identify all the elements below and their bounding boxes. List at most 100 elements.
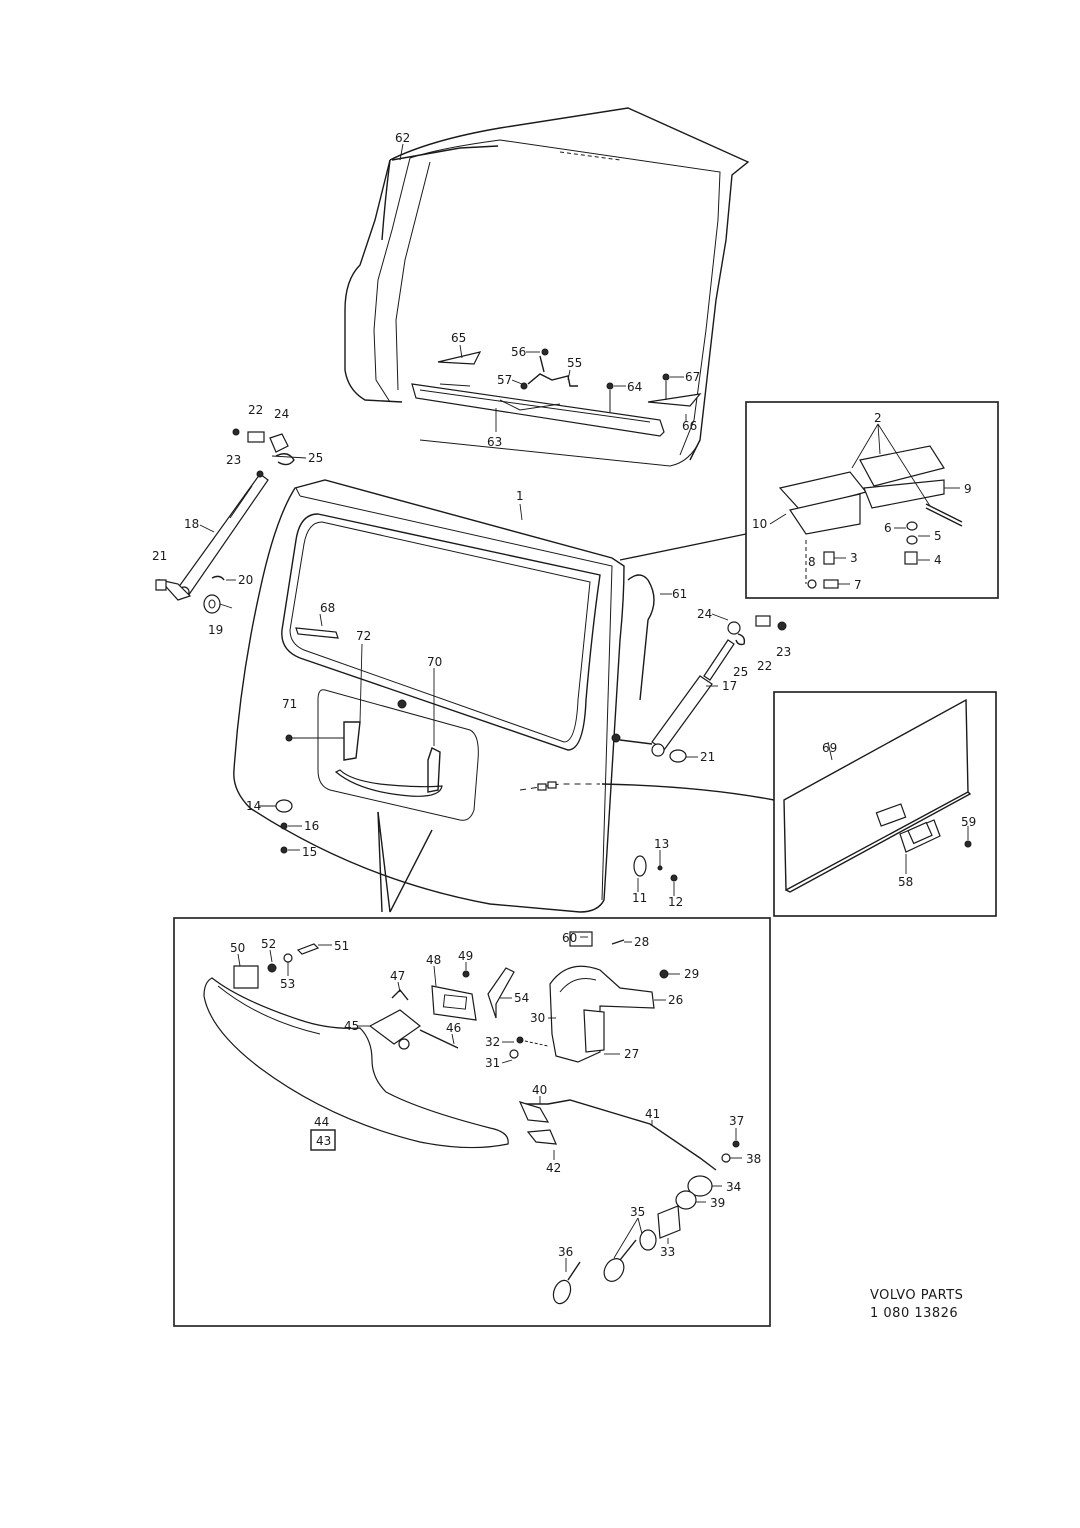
- screw-64: [606, 382, 614, 412]
- ball-stud-21-right: [669, 749, 687, 763]
- callout-57: 57: [497, 373, 512, 387]
- clip-20: [211, 575, 225, 581]
- callout-40: 40: [532, 1083, 547, 1097]
- trim-65: [437, 351, 482, 365]
- callout-5: 5: [934, 529, 942, 543]
- callout-24-left: 24: [274, 407, 289, 421]
- key-35: [603, 1239, 637, 1282]
- key-36: [552, 1261, 581, 1305]
- nut-16: [280, 822, 288, 830]
- callout-46: 46: [446, 1021, 461, 1035]
- callout-37: 37: [729, 1114, 744, 1128]
- callout-44: 44: [314, 1115, 329, 1129]
- callout-51: 51: [334, 939, 349, 953]
- callout-27: 27: [624, 1047, 639, 1061]
- callout-8: 8: [808, 555, 816, 569]
- callout-3: 3: [850, 551, 858, 565]
- callout-61: 61: [672, 587, 687, 601]
- callout-62: 62: [395, 131, 410, 145]
- handle-44: [203, 977, 509, 1149]
- callout-42: 42: [546, 1161, 561, 1175]
- callout-71: 71: [282, 697, 297, 711]
- callout-53: 53: [280, 977, 295, 991]
- callout-12: 12: [668, 895, 683, 909]
- seal-62: [381, 159, 391, 241]
- leader-lines: [199, 143, 969, 1272]
- callout-18: 18: [184, 517, 199, 531]
- callout-48: 48: [426, 953, 441, 967]
- callout-54: 54: [514, 991, 529, 1005]
- callout-22-left: 22: [248, 403, 263, 417]
- callout-52: 52: [261, 937, 276, 951]
- callout-67: 67: [685, 370, 700, 384]
- rear-body-opening: [344, 107, 750, 467]
- callout-63: 63: [487, 435, 502, 449]
- callout-69: 69: [822, 741, 837, 755]
- callout-43: 43: [316, 1134, 331, 1148]
- callout-16: 16: [304, 819, 319, 833]
- spring-clip-25-right: [735, 633, 746, 646]
- nut-21-left: [155, 579, 167, 591]
- callout-2: 2: [874, 411, 882, 425]
- screw-15: [280, 846, 288, 854]
- ball-stud-right: [755, 615, 787, 631]
- screw-56: [539, 348, 549, 373]
- callout-47: 47: [390, 969, 405, 983]
- callout-60: 60: [562, 931, 577, 945]
- credit-line-2: 1 080 13826: [870, 1306, 958, 1321]
- seal-61: [627, 574, 655, 701]
- callout-50: 50: [230, 941, 245, 955]
- callout-39: 39: [710, 1196, 725, 1210]
- callout-24-right: 24: [697, 607, 712, 621]
- ball-stud-left: [232, 428, 295, 466]
- callout-33: 33: [660, 1245, 675, 1259]
- callout-66: 66: [682, 419, 697, 433]
- part-number-callouts: 62 65 56 55 57 64 67 63 66 22 24 23 25 1…: [152, 131, 976, 1259]
- callout-1: 1: [516, 489, 524, 503]
- callout-10: 10: [752, 517, 767, 531]
- part-43-box: [310, 1129, 336, 1151]
- hinge-bracket-18: [158, 579, 192, 601]
- trim-66: [647, 393, 702, 407]
- credit-line-1: VOLVO PARTS: [870, 1288, 963, 1303]
- screw-71: [285, 734, 344, 742]
- callout-23-right: 23: [776, 645, 791, 659]
- bushing-19: [203, 594, 221, 614]
- nut-57: [520, 382, 528, 390]
- callout-20: 20: [238, 573, 253, 587]
- inset-handle-latch-detail: [173, 917, 771, 1327]
- callout-26: 26: [668, 993, 683, 1007]
- tailgate-1: [233, 479, 625, 913]
- callout-68: 68: [320, 601, 335, 615]
- callout-55: 55: [567, 356, 582, 370]
- rear-window-badge-68: [295, 627, 339, 639]
- callout-49: 49: [458, 949, 473, 963]
- callout-72: 72: [356, 629, 371, 643]
- callout-64: 64: [627, 380, 642, 394]
- callout-25-left: 25: [308, 451, 323, 465]
- callout-19: 19: [208, 623, 223, 637]
- callout-45: 45: [344, 1019, 359, 1033]
- inset-lock-detail: [619, 401, 999, 599]
- callout-9: 9: [964, 482, 972, 496]
- callout-59: 59: [961, 815, 976, 829]
- callout-36: 36: [558, 1245, 573, 1259]
- callout-15: 15: [302, 845, 317, 859]
- callout-56: 56: [511, 345, 526, 359]
- bracket-55: [527, 373, 578, 387]
- callout-14: 14: [246, 799, 261, 813]
- callout-21-right: 21: [700, 750, 715, 764]
- bracket-72: [343, 721, 361, 761]
- striker-13-group: [633, 855, 678, 882]
- screw-67: [662, 373, 670, 400]
- bracket-70: [427, 747, 441, 793]
- callout-13: 13: [654, 837, 669, 851]
- callout-38: 38: [746, 1152, 761, 1166]
- callout-41: 41: [645, 1107, 660, 1121]
- callout-21-left: 21: [152, 549, 167, 563]
- callout-7: 7: [854, 578, 862, 592]
- callout-11: 11: [632, 891, 647, 905]
- callout-30: 30: [530, 1011, 545, 1025]
- callout-32: 32: [485, 1035, 500, 1049]
